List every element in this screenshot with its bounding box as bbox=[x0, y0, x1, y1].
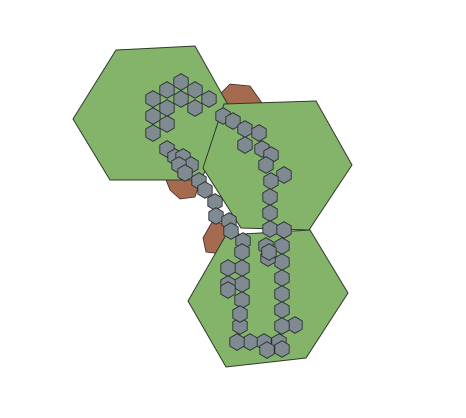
stone-hex-58 bbox=[232, 317, 248, 335]
stone-hex-38 bbox=[276, 221, 292, 239]
stone-hex-10 bbox=[145, 107, 161, 125]
stone-hex-53 bbox=[274, 317, 290, 335]
stone-hex-26 bbox=[225, 112, 241, 130]
stone-hex-43 bbox=[220, 259, 236, 277]
stone-hex-48 bbox=[274, 253, 290, 271]
stone-hex-1 bbox=[173, 73, 189, 91]
stone-hex-18 bbox=[177, 164, 193, 182]
stone-hex-27 bbox=[237, 120, 253, 138]
stone-hex-61 bbox=[261, 243, 277, 261]
stone-hex-51 bbox=[274, 301, 290, 319]
stone-hex-35 bbox=[262, 188, 278, 206]
stone-hex-12 bbox=[159, 115, 175, 133]
stone-hex-33 bbox=[276, 166, 292, 184]
stone-hex-7 bbox=[159, 99, 175, 117]
stone-hex-4 bbox=[145, 90, 161, 108]
stone-hex-8 bbox=[187, 99, 203, 117]
stone-hex-2 bbox=[159, 81, 175, 99]
stone-hex-56 bbox=[242, 333, 258, 351]
stone-hex-5 bbox=[173, 90, 189, 108]
stone-hex-28 bbox=[251, 124, 267, 142]
stone-hex-52 bbox=[287, 316, 303, 334]
stone-hex-63 bbox=[259, 341, 275, 359]
stone-hex-37 bbox=[262, 220, 278, 238]
stone-hex-22 bbox=[208, 207, 224, 225]
stone-hex-39 bbox=[274, 237, 290, 255]
stone-hex-59 bbox=[232, 305, 248, 323]
stone-hex-41 bbox=[234, 243, 250, 261]
stone-hex-57 bbox=[229, 333, 245, 351]
stone-hex-47 bbox=[220, 281, 236, 299]
stone-hex-6 bbox=[201, 90, 217, 108]
stone-hex-20 bbox=[197, 181, 213, 199]
stone-hex-44 bbox=[234, 275, 250, 293]
stone-path bbox=[145, 73, 303, 359]
stone-hex-42 bbox=[234, 259, 250, 277]
stone-hex-62 bbox=[274, 340, 290, 358]
stone-hex-49 bbox=[274, 269, 290, 287]
stone-hex-11 bbox=[145, 124, 161, 142]
stone-hex-32 bbox=[258, 156, 274, 174]
stone-hex-3 bbox=[187, 81, 203, 99]
stone-hex-46 bbox=[234, 291, 250, 309]
stone-hex-24 bbox=[223, 222, 239, 240]
stone-hex-50 bbox=[274, 285, 290, 303]
stone-hex-34 bbox=[263, 172, 279, 190]
stone-hex-29 bbox=[237, 136, 253, 154]
stone-hex-36 bbox=[262, 204, 278, 222]
